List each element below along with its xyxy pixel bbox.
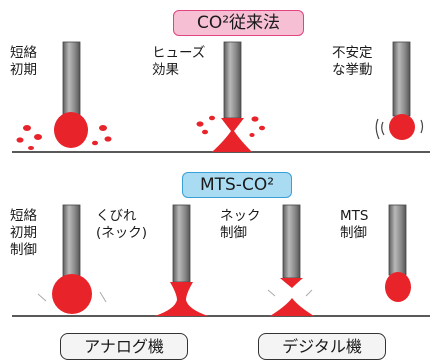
digital-machine-label: デジタル機 — [282, 337, 362, 356]
electrode-top-1 — [54, 41, 88, 148]
label-fuse-effect: ヒューズ 効果 — [152, 45, 206, 78]
label-short-circuit-initial-control: 短絡 初期 制御 — [10, 208, 37, 258]
analog-machine-label: アナログ機 — [84, 337, 164, 356]
electrode-top-2 — [212, 41, 252, 152]
label-neck: くびれ (ネック) — [96, 208, 148, 241]
analog-machine-box: アナログ機 — [60, 333, 188, 360]
conventional-title: CO²従来法 — [196, 13, 281, 33]
digital-machine-box: デジタル機 — [258, 333, 386, 360]
electrode-mts-2 — [155, 204, 208, 316]
label-mts-control: MTS 制御 — [340, 208, 369, 241]
label-neck-control: ネック 制御 — [220, 208, 261, 241]
electrode-mts-3 — [267, 204, 314, 316]
conventional-title-pill: CO²従来法 — [173, 10, 304, 36]
electrode-top-3 — [375, 41, 424, 140]
label-unstable-behavior: 不安定 な挙動 — [332, 45, 373, 78]
electrode-mts-1 — [37, 204, 107, 314]
spatter-top-1 — [16, 125, 112, 150]
electrode-mts-4 — [385, 204, 411, 302]
label-short-circuit-initial: 短絡 初期 — [10, 45, 37, 78]
mts-title: MTS-CO² — [199, 175, 275, 195]
spatter-top-2 — [196, 115, 265, 137]
mts-title-pill: MTS-CO² — [182, 172, 292, 198]
